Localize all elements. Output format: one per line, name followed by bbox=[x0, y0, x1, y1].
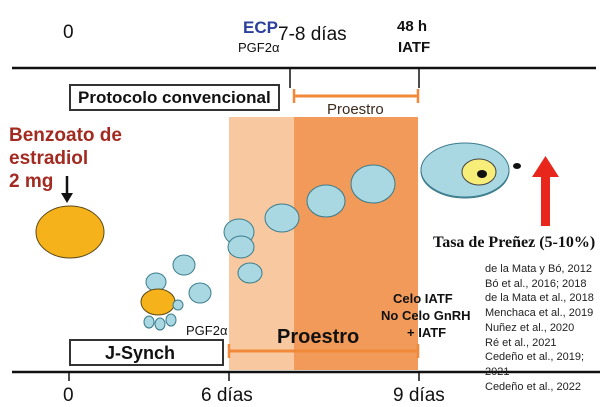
top-iatf-label: IATF bbox=[398, 39, 431, 56]
follicle-upper-4 bbox=[350, 164, 396, 204]
follicle-small-1 bbox=[143, 315, 155, 329]
jsynch-label: J-Synch bbox=[105, 343, 176, 363]
days-7-8-label: 7-8 días bbox=[278, 24, 347, 45]
follicle-mid-5 bbox=[237, 262, 263, 284]
bottom-axis-6-days: 6 días bbox=[201, 385, 253, 406]
reference-item: Cedeño et al., 2019; 2021 bbox=[485, 351, 585, 379]
follicle-mid-2 bbox=[227, 235, 255, 259]
jsynch-box bbox=[69, 339, 224, 366]
benzoate-arrow-head bbox=[61, 193, 73, 203]
follicle-mid-3 bbox=[145, 272, 167, 292]
reference-item: Menchaca et al., 2019 bbox=[485, 307, 594, 320]
reference-item: Ré et al., 2021 bbox=[485, 336, 557, 349]
proestrus-region-dark bbox=[294, 117, 418, 370]
jsynch-pgf2a-label: PGF2α bbox=[186, 323, 228, 338]
reference-item: Bó et al., 2016; 2018 bbox=[485, 277, 587, 290]
follicle-small-3 bbox=[165, 313, 177, 327]
follicle-small-4 bbox=[172, 299, 184, 311]
reference-item: de la Mata et al., 2018 bbox=[485, 292, 594, 305]
conventional-proestro-label: Proestro bbox=[327, 101, 384, 118]
celo-iatf-label: Celo IATF bbox=[393, 291, 453, 306]
benzoate-label-line2: estradiol bbox=[9, 148, 89, 169]
reference-item: de la Mata y Bó, 2012 bbox=[485, 263, 593, 275]
conventional-protocol-box bbox=[69, 84, 280, 111]
follicle-mid-1 bbox=[172, 254, 196, 276]
benzoate-label-line3: 2 mg bbox=[9, 171, 54, 192]
follicle-small-2 bbox=[154, 317, 166, 331]
top-pgf2a-label: PGF2α bbox=[238, 40, 280, 55]
references-list: de la Mata y Bó, 2012 Bó et al., 2016; 2… bbox=[485, 262, 609, 395]
pregnancy-rate-label: Tasa de Preñez (5-10%) bbox=[433, 234, 596, 251]
ecp-label: ECP bbox=[243, 18, 278, 37]
plus-iatf-label: + IATF bbox=[407, 325, 447, 340]
reference-item: Nuñez et al., 2020 bbox=[485, 321, 575, 334]
follicle-upper-2 bbox=[264, 203, 300, 233]
bottom-axis-zero: 0 bbox=[63, 385, 74, 406]
reference-item: Cedeño et al., 2022 bbox=[485, 380, 582, 393]
h48-label: 48 h bbox=[397, 18, 428, 35]
conventional-protocol-label: Protocolo convencional bbox=[78, 88, 271, 107]
jsynch-proestro-label: Proestro bbox=[277, 326, 360, 348]
pregnancy-arrow-head bbox=[532, 156, 559, 177]
follicle-small-yellow bbox=[140, 288, 176, 316]
follicle-mid-4 bbox=[188, 282, 212, 304]
no-celo-gnrh-label: No Celo GnRH bbox=[381, 308, 471, 323]
bottom-axis-9-days: 9 días bbox=[393, 385, 445, 406]
follicle-yellow-large bbox=[35, 205, 105, 259]
ovum-dot bbox=[513, 163, 521, 169]
oocyte-core bbox=[477, 170, 487, 178]
follicle-upper-3 bbox=[306, 184, 346, 218]
top-axis-zero: 0 bbox=[63, 22, 74, 43]
benzoate-label-line1: Benzoato de bbox=[9, 125, 122, 146]
pregnancy-arrow-shaft bbox=[541, 175, 550, 226]
